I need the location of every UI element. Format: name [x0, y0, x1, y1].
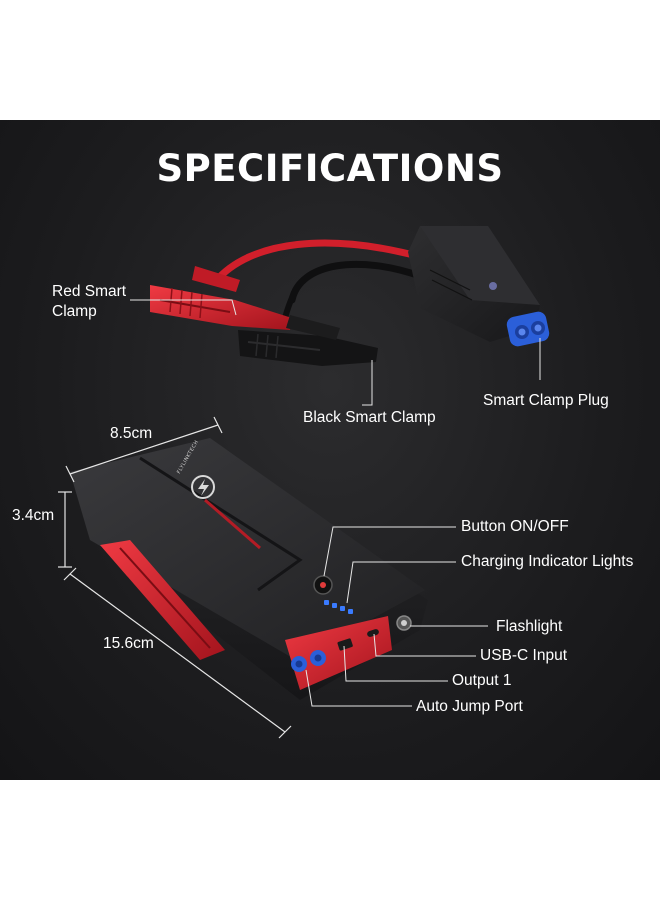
red-cable	[211, 239, 429, 286]
callout-lines	[130, 299, 541, 707]
jump-port-icon	[291, 650, 326, 672]
page-title: SPECIFICATIONS	[156, 147, 504, 190]
smart-clamp-box	[408, 226, 550, 347]
status-led	[489, 282, 497, 290]
label-button: Button ON/OFF	[461, 518, 569, 535]
red-clamp	[150, 266, 292, 330]
dimension-lines	[58, 416, 292, 739]
label-flashlight: Flashlight	[496, 618, 563, 635]
label-jump-port: Auto Jump Port	[416, 698, 523, 715]
label-black-clamp: Black Smart Clamp	[303, 409, 436, 426]
dimension-height: 3.4cm	[12, 507, 55, 524]
black-cable	[288, 260, 424, 304]
usb-output-icon	[337, 638, 353, 651]
jump-starter-device	[70, 438, 428, 700]
jumper-cables	[211, 239, 429, 319]
label-clamp-plug: Smart Clamp Plug	[483, 392, 609, 409]
label-red-clamp: Red Smart Clamp	[52, 283, 127, 320]
label-usbc: USB-C Input	[480, 647, 568, 664]
indicator-lights-icon	[324, 600, 353, 614]
black-clamp	[238, 315, 378, 366]
brand-logo-icon	[191, 475, 215, 499]
flashlight-icon	[396, 615, 412, 631]
ec5-plug-icon	[506, 311, 550, 347]
power-button-icon	[313, 575, 333, 595]
usbc-input-icon	[367, 629, 379, 637]
dimension-width: 8.5cm	[110, 425, 153, 442]
product-illustration	[58, 226, 550, 739]
dimension-length: 15.6cm	[103, 635, 154, 652]
label-indicator: Charging Indicator Lights	[461, 553, 634, 570]
label-output: Output 1	[452, 672, 512, 689]
